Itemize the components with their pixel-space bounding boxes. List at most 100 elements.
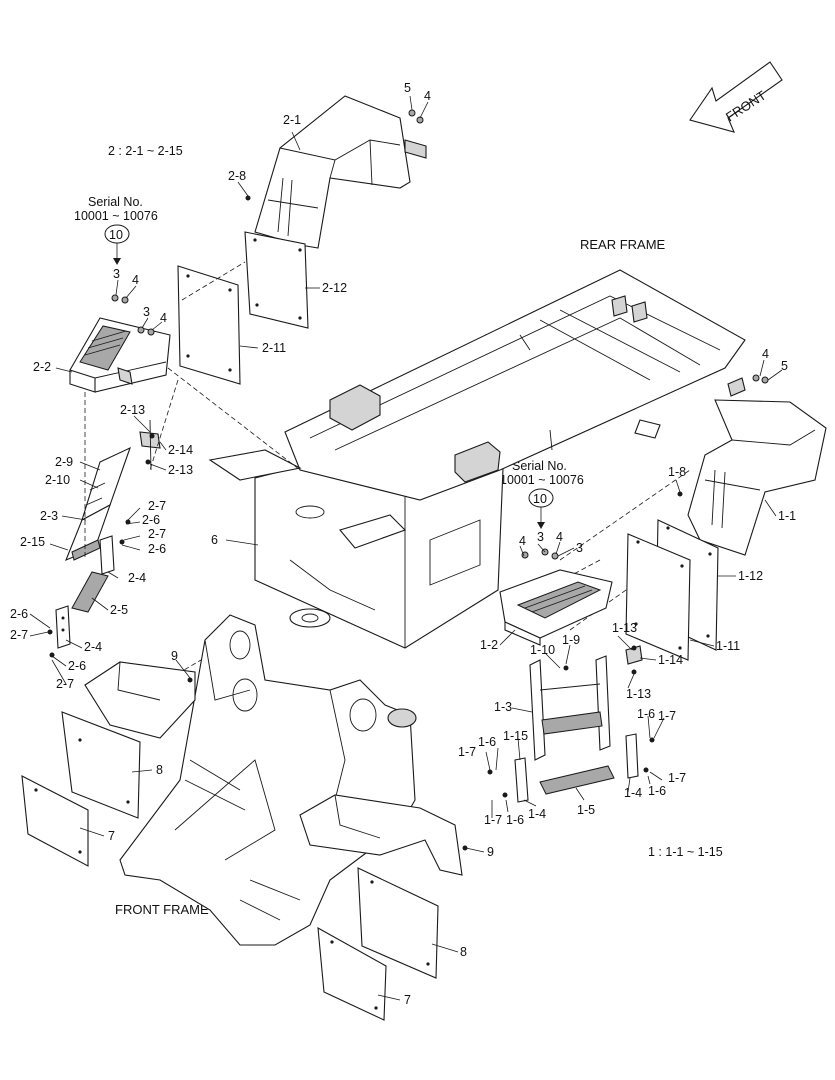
callout-1-10: 1-10 (530, 643, 555, 657)
front-frame (119, 614, 417, 946)
callout-2-12: 2-12 (322, 281, 347, 295)
callout-1-13-a: 1-13 (612, 621, 637, 635)
callout-9-left: 9 (171, 649, 178, 663)
callout-1-3: 1-3 (494, 700, 512, 714)
callout-1-6-a: 1-6 (637, 707, 655, 721)
right-step-1-2 (499, 569, 613, 646)
callout-7-left: 7 (108, 829, 115, 843)
callout-2-13-a: 2-13 (120, 403, 145, 417)
mud-flap-2-11 (177, 265, 241, 385)
front-right-fender (299, 794, 463, 876)
left-step-plates (55, 535, 115, 649)
callout-8-left: 8 (156, 763, 163, 777)
callout-4-right-b: 4 (556, 530, 563, 544)
callout-1-1: 1-1 (778, 509, 796, 523)
callout-4-right: 4 (519, 534, 526, 548)
callout-6: 6 (211, 533, 218, 547)
callout-1-8: 1-8 (668, 465, 686, 479)
callout-2-7-d: 2-7 (56, 677, 74, 691)
front-direction-arrow: FRONT (689, 61, 783, 133)
left-step-2-2 (69, 317, 171, 393)
callout-2-10: 2-10 (45, 473, 70, 487)
serial-right-line1: Serial No. (512, 459, 567, 473)
group-2-range: 2 : 2-1 ~ 2-15 (108, 144, 183, 158)
serial-right-badge-number: 10 (533, 492, 547, 506)
right-ladder-1-3 (529, 655, 611, 761)
callout-2-15: 2-15 (20, 535, 45, 549)
callout-2-9: 2-9 (55, 455, 73, 469)
callout-2-4-b: 2-4 (84, 640, 102, 654)
rear-frame-label: REAR FRAME (580, 237, 666, 252)
callout-1-2: 1-2 (480, 638, 498, 652)
callout-1-15: 1-15 (503, 729, 528, 743)
callout-2-11: 2-11 (262, 341, 286, 355)
callout-1-9: 1-9 (562, 633, 580, 647)
callout-1-5: 1-5 (577, 803, 595, 817)
callout-1-6-b: 1-6 (478, 735, 496, 749)
callout-1-14: 1-14 (658, 653, 683, 667)
right-step-plates (514, 645, 643, 803)
callout-labels: 2-1 5 4 2-8 2-12 2-11 3 4 3 4 2-2 2-13 2… (10, 81, 796, 1007)
callout-1-4-b: 1-4 (528, 807, 546, 821)
callout-2-1: 2-1 (283, 113, 301, 127)
callout-2-6-d: 2-6 (68, 659, 86, 673)
bolts-and-washers (47, 109, 769, 851)
callout-1-7-d: 1-7 (484, 813, 502, 827)
callout-1-12: 1-12 (738, 569, 763, 583)
right-rear-fender (687, 377, 827, 556)
callout-5-right: 5 (781, 359, 788, 373)
callout-1-6-c: 1-6 (648, 784, 666, 798)
callout-1-11: 1-11 (716, 639, 740, 653)
callout-1-4-a: 1-4 (624, 786, 642, 800)
callout-5-top: 5 (404, 81, 411, 95)
callout-2-5: 2-5 (110, 603, 128, 617)
left-ladder-2-3 (65, 446, 131, 562)
bracket-2-14 (139, 419, 161, 471)
callout-4-left-a: 4 (132, 273, 139, 287)
front-left-fender (84, 661, 196, 739)
serial-left-line1: Serial No. (88, 195, 143, 209)
callout-3-left-a: 3 (113, 267, 120, 281)
callout-leaders (29, 95, 783, 1001)
callout-7-right: 7 (404, 993, 411, 1007)
callout-2-6-c: 2-6 (10, 607, 28, 621)
callout-3-left-b: 3 (143, 305, 150, 319)
callout-2-14: 2-14 (168, 443, 193, 457)
mud-flap-2-12 (244, 231, 309, 329)
callout-8-right: 8 (460, 945, 467, 959)
front-frame-label: FRONT FRAME (115, 902, 209, 917)
callout-2-6-a: 2-6 (142, 513, 160, 527)
callout-4-right-top: 4 (762, 347, 769, 361)
callout-2-3: 2-3 (40, 509, 58, 523)
callout-2-7-a: 2-7 (148, 499, 166, 513)
callout-3-right-b: 3 (576, 541, 583, 555)
callout-9-right: 9 (487, 845, 494, 859)
callout-2-2: 2-2 (33, 360, 51, 374)
callout-4-left-b: 4 (160, 311, 167, 325)
mud-flap-1-11 (625, 533, 691, 661)
callout-1-13-b: 1-13 (626, 687, 651, 701)
group-1-range: 1 : 1-1 ~ 1-15 (648, 845, 723, 859)
callout-2-7-b: 2-7 (148, 527, 166, 541)
callout-1-7-a: 1-7 (658, 709, 676, 723)
callout-2-4-a: 2-4 (128, 571, 146, 585)
serial-right-line2: 10001 ~ 10076 (500, 473, 584, 487)
rear-frame (208, 269, 746, 649)
serial-note-left: Serial No. 10001 ~ 10076 10 (74, 195, 158, 265)
callout-3-right-a: 3 (537, 530, 544, 544)
callout-1-6-d: 1-6 (506, 813, 524, 827)
callout-2-13-b: 2-13 (168, 463, 193, 477)
left-rear-fender (254, 95, 427, 249)
callout-2-7-c: 2-7 (10, 628, 28, 642)
serial-left-line2: 10001 ~ 10076 (74, 209, 158, 223)
serial-note-right: Serial No. 10001 ~ 10076 10 (500, 459, 584, 529)
callout-1-7-c: 1-7 (668, 771, 686, 785)
callout-2-8: 2-8 (228, 169, 246, 183)
callout-4-top: 4 (424, 89, 431, 103)
serial-left-badge-number: 10 (109, 228, 123, 242)
front-mud-flaps (21, 711, 439, 1021)
callout-2-6-b: 2-6 (148, 542, 166, 556)
callout-1-7-b: 1-7 (458, 745, 476, 759)
